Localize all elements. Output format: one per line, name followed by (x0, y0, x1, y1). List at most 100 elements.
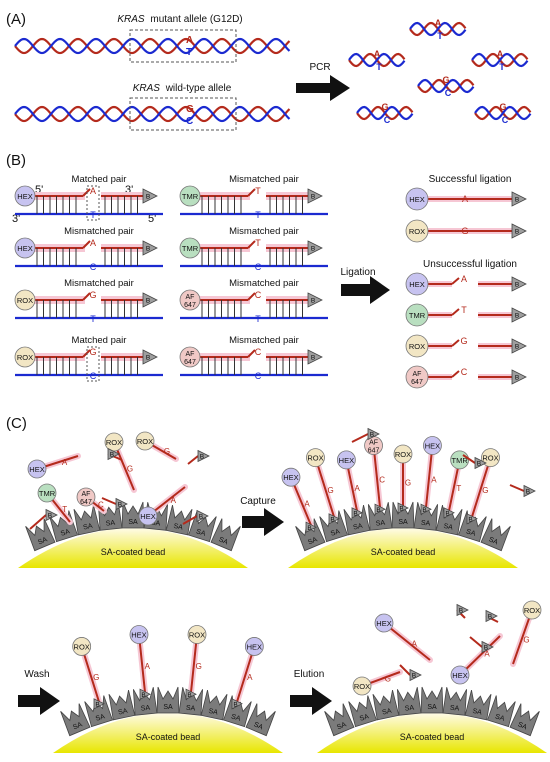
pair-title: Mismatched pair (229, 335, 299, 346)
end-5-top: 5' (35, 184, 43, 196)
sa-label: SA (186, 705, 196, 713)
product-helix (409, 21, 467, 37)
dye-label: 647 (411, 379, 423, 386)
biotin-icon: B (481, 640, 494, 654)
bead-label: SA-coated bead (101, 547, 166, 557)
sa-label: SA (60, 528, 71, 538)
biotin-icon: B (307, 349, 323, 365)
dye-label: ROX (409, 227, 425, 236)
product-top-base: G (499, 102, 506, 112)
sa-label: SA (151, 520, 161, 528)
dye-label: 647 (184, 302, 196, 309)
dye-label: HEX (283, 473, 298, 482)
antisense-strand (417, 78, 475, 94)
probe-base: A (90, 238, 96, 248)
panel-b-label: (B) (6, 152, 26, 169)
dye-label: AF (186, 294, 195, 301)
wildtype-base-c: C (186, 116, 193, 127)
biotin-icon: B (511, 276, 527, 292)
probe-base: G (482, 486, 488, 495)
probe-base: C (379, 475, 385, 484)
sa-label: SA (118, 708, 129, 717)
product-bottom-base: T (499, 62, 505, 72)
probe-base: G (89, 290, 96, 300)
ligation-arrow-label: Ligation (340, 267, 375, 278)
streptavidin-icon: SA (464, 689, 492, 721)
dye-label: HEX (17, 192, 32, 201)
antisense-strand (14, 105, 291, 123)
capture-arrow-label: Capture (240, 496, 276, 507)
free-common-probe: B (187, 449, 210, 465)
product-helix (474, 105, 532, 121)
sa-label: SA (472, 708, 483, 717)
biotin-icon: B (397, 502, 409, 514)
sa-label: SA (163, 704, 173, 711)
pcr-product: AT (471, 49, 529, 72)
biotin-icon: B (511, 223, 527, 239)
dye-label: ROX (395, 450, 411, 459)
end-3-top: 3' (125, 184, 133, 196)
biotin-icon: B (511, 338, 527, 354)
dye-rox-icon: ROX (522, 600, 542, 620)
biotin-label: B (330, 516, 334, 523)
sa-label: SA (427, 704, 437, 711)
target-base: C (90, 371, 97, 381)
biotin-label: B (376, 507, 380, 514)
streptavidin-icon: SA (295, 518, 326, 552)
product-bottom-base: T (437, 31, 443, 41)
biotin-label: B (515, 197, 519, 204)
biotin-label: B (399, 506, 403, 513)
biotin-label: B (311, 298, 315, 305)
sa-label: SA (95, 713, 106, 723)
probe-base: A (90, 186, 96, 196)
free-common-probe: B (509, 484, 536, 498)
biotin-label: B (307, 525, 311, 532)
biotin-icon: B (142, 188, 158, 204)
wash-arrow-label: Wash (24, 669, 49, 680)
dye-hex-icon: HEX (405, 272, 429, 296)
antisense-strand (409, 21, 467, 37)
ligated-base: G (461, 226, 468, 236)
successful-ligation-product: G ROX B (405, 219, 527, 243)
product-helix (417, 78, 475, 94)
dye-label: HEX (409, 280, 424, 289)
pair-title: Mismatched pair (229, 174, 299, 185)
pair-title: Mismatched pair (64, 278, 134, 289)
bead-label: SA-coated bead (400, 732, 465, 742)
sa-label: SA (307, 536, 319, 546)
dye-label: TMR (182, 244, 199, 253)
streptavidin-icon: SA (343, 504, 371, 536)
mutant-allele-caption: KRAS mutant allele (G12D) (117, 14, 242, 25)
sa-coated-bead (288, 528, 518, 568)
probe-base: G (89, 347, 96, 357)
allele-probe-tail (82, 240, 91, 249)
biotin-icon: B (307, 240, 323, 256)
dye-rox-icon: ROX (306, 448, 325, 468)
sa-label: SA (173, 523, 184, 532)
probe-base: T (456, 484, 461, 493)
end-3-bottom: 3' (12, 213, 20, 225)
free-common-probe: B (107, 447, 123, 461)
free-common-probe: B (469, 636, 494, 654)
biotin-label: B (412, 673, 416, 680)
dye-label: TMR (39, 489, 56, 498)
biotin-label: B (526, 489, 530, 496)
biotin-icon: B (466, 513, 478, 525)
target-base: T (255, 314, 261, 324)
biotin-icon: B (197, 449, 210, 463)
sa-label: SA (421, 520, 431, 528)
mutant-site-box (129, 29, 237, 63)
match-box (86, 346, 100, 382)
